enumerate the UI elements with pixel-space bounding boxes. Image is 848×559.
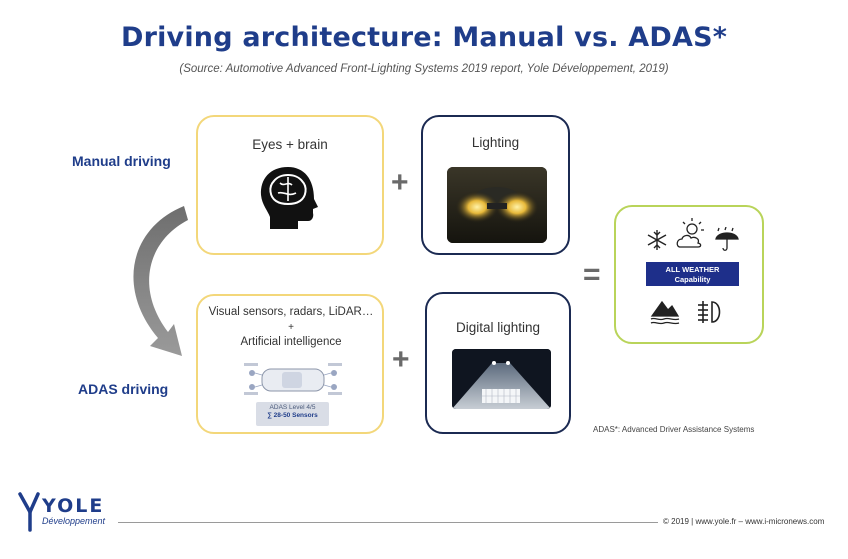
all-weather-text: ALL WEATHER	[665, 265, 720, 274]
capability-text: Capability	[674, 275, 711, 284]
footer-copyright: © 2019 | www.yole.fr – www.i-micronews.c…	[663, 517, 825, 526]
plus-sign: +	[391, 166, 409, 199]
digital-lighting-box: Digital lighting	[425, 292, 571, 434]
car-sensors-diagram	[244, 363, 342, 395]
head-brain-icon	[260, 167, 318, 229]
adas-driving-label: ADAS driving	[78, 381, 169, 397]
sensors-plus: +	[288, 322, 294, 333]
digital-lighting-caption: Digital lighting	[455, 320, 541, 335]
eyes-brain-caption: Eyes + brain	[252, 137, 328, 152]
page-title: Driving architecture: Manual vs. ADAS*	[120, 22, 728, 53]
sensors-ai-box: Visual sensors, radars, LiDAR… + Artific…	[196, 294, 384, 434]
umbrella-rain-icon	[715, 227, 739, 251]
sensor-count-text: ∑ 28-50 Sensors	[267, 412, 318, 419]
all-weather-banner: ALL WEATHER Capability	[646, 262, 739, 286]
digital-road-lighting-image	[452, 349, 551, 409]
all-weather-box: ALL WEATHER Capability	[614, 205, 764, 344]
yole-logo-text: YOLE	[42, 495, 105, 517]
lighting-box: Lighting	[421, 115, 570, 255]
plus-sign: +	[392, 343, 410, 376]
adas-level-badge: ADAS Level 4/5 ∑ 28-50 Sensors	[256, 402, 329, 426]
fog-light-icon	[698, 301, 721, 323]
adas-level-text: ADAS Level 4/5	[269, 404, 316, 411]
equals-sign: =	[583, 258, 601, 291]
night-car-lights-image	[447, 167, 547, 243]
mountain-fog-icon	[650, 300, 680, 325]
lighting-caption: Lighting	[471, 135, 520, 150]
eyes-brain-box: Eyes + brain	[196, 115, 384, 255]
sensors-text: Visual sensors, radars, LiDAR… + Artific…	[208, 305, 374, 350]
sensors-line: Visual sensors, radars, LiDAR…	[208, 306, 374, 318]
yole-logo-icon	[18, 492, 40, 532]
yole-logo-subtext: Développement	[42, 516, 106, 526]
curved-arrow-icon	[133, 206, 188, 356]
ai-line: Artificial intelligence	[240, 336, 342, 348]
sun-cloud-icon	[676, 218, 704, 248]
manual-driving-label: Manual driving	[72, 153, 171, 169]
footer-divider	[118, 522, 658, 523]
source-subtitle: (Source: Automotive Advanced Front-Light…	[179, 63, 669, 75]
snowflake-icon	[647, 230, 667, 250]
adas-footnote: ADAS*: Advanced Driver Assistance System…	[593, 425, 755, 434]
